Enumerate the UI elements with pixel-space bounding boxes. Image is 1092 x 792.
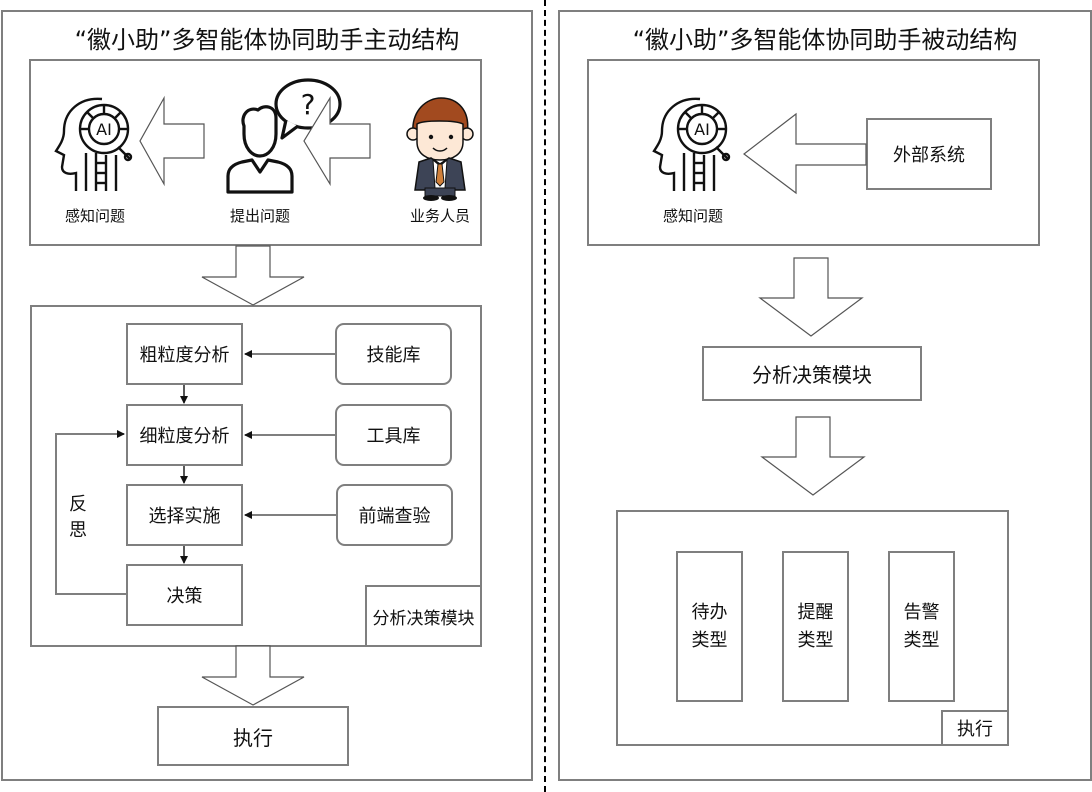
business-staff-label: 业务人员 [409,207,470,225]
type-todo-line1: 待办 [691,601,728,623]
type-alert[interactable]: 告警 类型 [888,551,955,702]
skill-library[interactable]: 技能库 [335,323,452,385]
type-todo[interactable]: 待办 类型 [676,551,743,702]
svg-text:AI: AI [96,120,112,139]
step-fine-analysis[interactable]: 细粒度分析 [126,404,243,466]
external-system-box[interactable]: 外部系统 [866,118,992,190]
analysis-module-tag: 分析决策模块 [365,585,482,647]
svg-text:?: ? [301,88,316,121]
type-reminder[interactable]: 提醒 类型 [782,551,849,702]
reflection-text: 反思 [69,494,87,541]
type-todo-line2: 类型 [691,629,728,651]
ask-question-label: 提出问题 [229,207,290,225]
panel-divider [544,0,546,792]
step-select-implement[interactable]: 选择实施 [126,484,243,546]
execute-box[interactable]: 执行 [157,706,349,766]
right-panel-title: “徽小助”多智能体协同助手被动结构 [632,26,1018,54]
type-reminder-line2: 类型 [797,629,834,651]
tool-library[interactable]: 工具库 [335,404,452,466]
step-decision[interactable]: 决策 [126,564,243,626]
step-coarse-analysis[interactable]: 粗粒度分析 [126,323,243,385]
type-alert-line1: 告警 [903,601,940,623]
svg-text:AI: AI [694,120,710,139]
type-reminder-line1: 提醒 [797,601,834,623]
reflection-label: 反思 [66,492,90,544]
perceive-label: 感知问题 [64,207,125,225]
ai-head-icon: AI [54,97,133,191]
right-analysis-module[interactable]: 分析决策模块 [702,346,922,401]
person-question-icon: ? [226,78,342,194]
right-perceive-label: 感知问题 [662,207,723,225]
business-person-icon [406,97,474,201]
type-alert-line2: 类型 [903,629,940,651]
left-panel-title: “徽小助”多智能体协同助手主动结构 [74,26,460,54]
right-execute-tag: 执行 [941,710,1009,746]
ai-head-icon: AI [652,97,731,191]
frontend-check[interactable]: 前端查验 [336,484,453,546]
